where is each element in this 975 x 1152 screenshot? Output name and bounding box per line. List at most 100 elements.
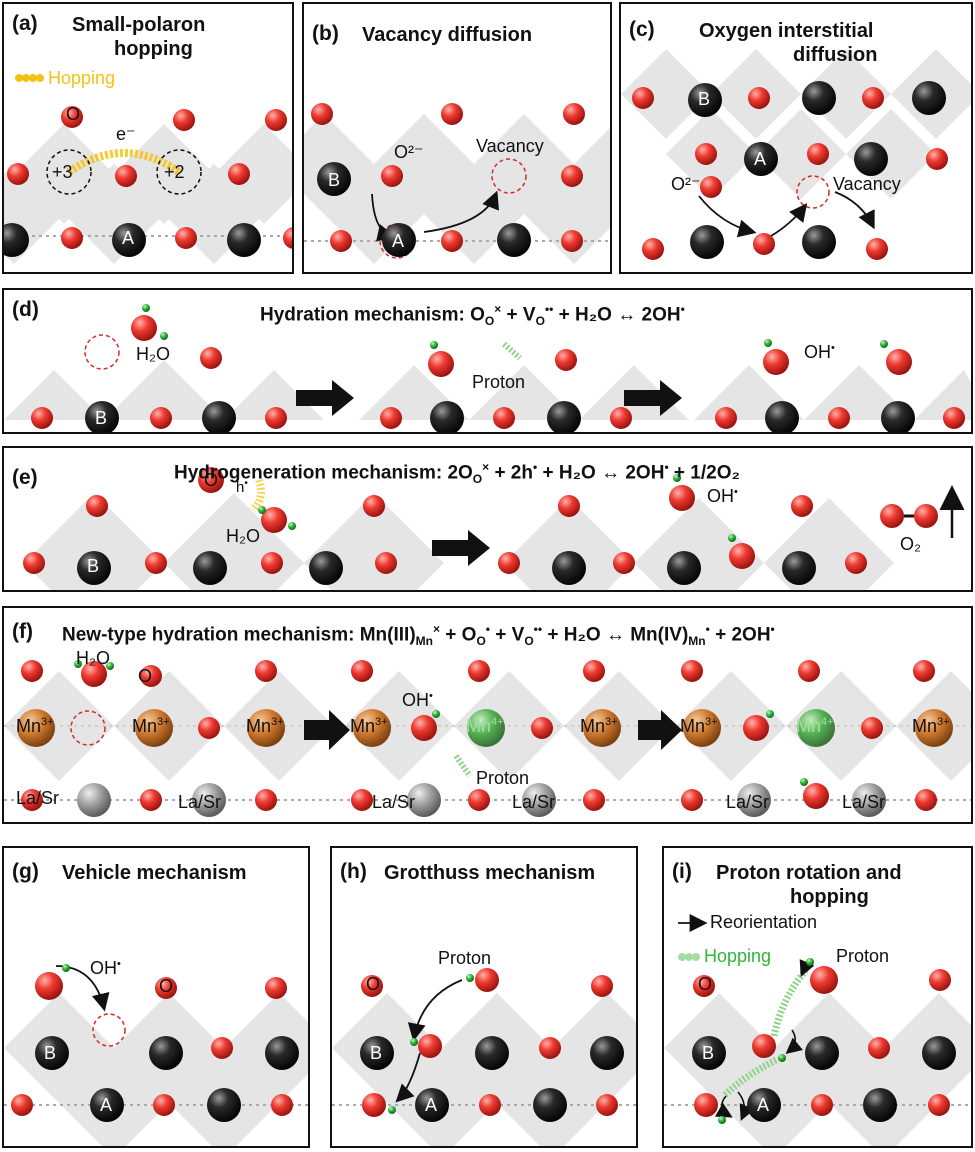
equation-part: + 2h xyxy=(494,462,533,484)
arrow-icon xyxy=(423,190,499,233)
arrow-icon xyxy=(395,1052,421,1103)
ox-state-circle xyxy=(46,149,92,195)
legend-reorientation: Reorientation xyxy=(710,912,818,932)
panel-letter: (b) xyxy=(312,22,339,45)
oxidation-state: +2 xyxy=(164,162,185,182)
panel-title: Oxygen interstitial xyxy=(699,20,874,42)
panel-d: (d) OHydration mechanism: OO× + VO•• + H… xyxy=(2,288,973,434)
atoms xyxy=(11,964,299,1122)
atoms xyxy=(23,467,938,585)
hydroxyl-label: OH• xyxy=(804,342,835,362)
panel-f: (f) New-type hydration mechanism: Mn(III… xyxy=(2,606,973,824)
atom-label: O xyxy=(66,104,81,124)
atom-label: B xyxy=(698,89,711,109)
panel-h-lattice xyxy=(332,968,636,1146)
vacancy-label: Vacancy xyxy=(833,174,901,194)
atoms xyxy=(311,103,585,257)
proton-label: Proton xyxy=(836,946,890,966)
atom-label: B xyxy=(702,1043,715,1063)
block-arrow-icon xyxy=(638,710,682,750)
equation-part: + 1/2O₂ xyxy=(673,462,740,484)
hydroxyl-text: OH xyxy=(402,690,429,710)
atom-label: O xyxy=(159,976,174,996)
panel-h: (h) Grotthuss mechanism Proton O B A xyxy=(330,846,638,1148)
panel-i-lattice xyxy=(664,914,971,1146)
mn-text: Mn xyxy=(350,716,376,736)
vacancy-circle-icon xyxy=(84,334,120,370)
block-arrow-icon xyxy=(304,710,350,750)
vacancy-label: Vacancy xyxy=(476,136,544,156)
atom-label: B xyxy=(87,556,100,576)
vacancy-circle-icon xyxy=(92,1013,126,1047)
atom-label: O xyxy=(698,974,713,994)
panel-letter: (i) xyxy=(672,860,692,883)
mn-text: Mn xyxy=(16,716,42,736)
water-label: H₂O xyxy=(76,648,110,668)
panel-d-lattice xyxy=(4,304,971,432)
atoms xyxy=(632,81,948,260)
vacancy-circle-icon xyxy=(796,175,830,209)
arrow-icon xyxy=(785,1029,803,1055)
hydroxyl-label: OH• xyxy=(402,690,433,710)
panel-letter: (h) xyxy=(340,860,367,883)
panel-c: (c) Oxygen interstitial diffusion B A O²… xyxy=(619,2,973,274)
atoms xyxy=(4,74,292,257)
water-label: H₂O xyxy=(226,526,260,546)
panel-g: (g) Vehicle mechanism OH• O B A xyxy=(2,846,310,1148)
atoms xyxy=(360,968,624,1122)
panel-g-lattice xyxy=(4,964,308,1146)
la-sr-label: La/Sr xyxy=(842,792,886,812)
mn3-label: Mn3+ xyxy=(912,716,950,736)
panel-a: (a) Small-polaron hopping Hopping O e⁻ +… xyxy=(2,2,294,274)
mn3-label: Mn3+ xyxy=(132,716,170,736)
panel-title: OHydration mechanism: OO× + VO•• + H₂O ↔… xyxy=(260,302,685,329)
atom-label: O xyxy=(138,666,153,686)
equation-part: Hydrogeneration mechanism: 2O xyxy=(174,462,473,484)
panel-title: Vehicle mechanism xyxy=(62,862,247,884)
oxide-ion-label: O²⁻ xyxy=(671,174,701,194)
panel-title: Proton rotation and xyxy=(716,862,902,884)
hydroxyl-text: OH xyxy=(90,958,117,978)
mn3-label: Mn3+ xyxy=(580,716,618,736)
vacancy-circle-icon xyxy=(70,710,106,746)
proton-label: Proton xyxy=(472,372,526,392)
atom-label: A xyxy=(425,1095,438,1115)
mn3-label: Mn3+ xyxy=(16,716,54,736)
arrow-icon xyxy=(698,195,757,238)
hole-text: h xyxy=(236,479,245,496)
panel-title: diffusion xyxy=(793,44,878,66)
proton-label: Proton xyxy=(476,768,530,788)
ox-state-circle xyxy=(156,149,202,195)
panel-e: (e) Hydrogeneration mechanism: 2OO× + 2h… xyxy=(2,446,973,592)
panel-f-lattice xyxy=(4,660,971,817)
electron-label: e⁻ xyxy=(116,124,136,144)
block-arrow-icon xyxy=(296,380,354,416)
equation-part: + H₂O ↔ 2OH xyxy=(542,462,665,484)
hydroxyl-text: OH xyxy=(707,486,734,506)
atoms xyxy=(31,304,965,432)
panel-letter: (e) xyxy=(12,466,38,489)
mn4-label: Mn4+ xyxy=(796,716,834,736)
hopping-trail xyxy=(721,1056,778,1099)
panel-title: hopping xyxy=(790,886,869,908)
atom-label: O xyxy=(204,470,219,490)
atom-label: A xyxy=(757,1095,770,1115)
mn4-label: Mn4+ xyxy=(466,716,504,736)
proton-trail xyxy=(453,754,473,778)
equation-part: + O xyxy=(445,624,477,646)
legend-hopping: Hopping xyxy=(704,946,772,966)
oxidation-state: +3 xyxy=(52,162,73,182)
hydroxyl-label: OH• xyxy=(707,486,738,506)
atom-label: B xyxy=(95,408,108,428)
arrow-icon xyxy=(714,1095,733,1118)
mn-text: Mn xyxy=(680,716,706,736)
mn-text: Mn xyxy=(132,716,158,736)
equation-part: + H₂O ↔ Mn(IV) xyxy=(547,624,689,646)
equation-part: New-type hydration mechanism: Mn(III) xyxy=(62,624,416,646)
la-sr-label: La/Sr xyxy=(726,792,770,812)
la-sr-label: La/Sr xyxy=(512,792,556,812)
equation-part: + 2OH xyxy=(715,624,771,646)
atom-label: A xyxy=(100,1095,113,1115)
equation-part: Hydration mechanism: O xyxy=(260,304,485,326)
la-sr-label: La/Sr xyxy=(178,792,222,812)
